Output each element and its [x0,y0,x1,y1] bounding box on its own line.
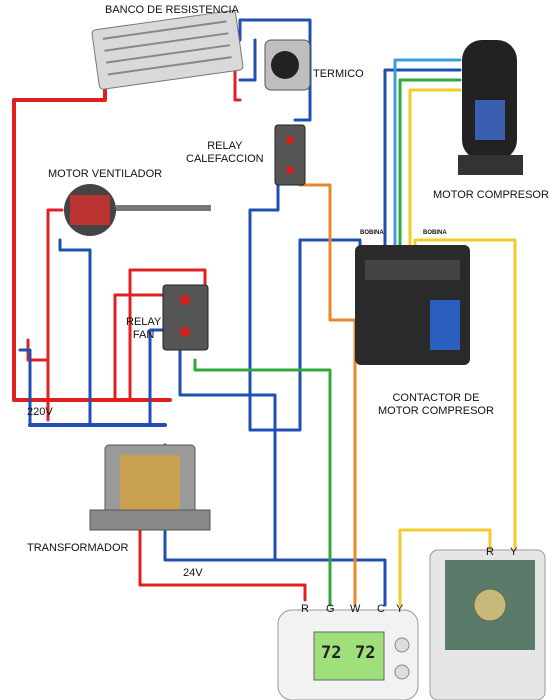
wire-blue-relayfan-out [178,343,277,562]
wire-green-compressor [398,78,462,252]
terminal-w: W [350,603,361,615]
wire-red-motor [46,208,64,367]
wire-blue-main [18,348,32,427]
transformer-icon [89,444,211,531]
thermostat-display-right: 72 [355,643,376,663]
label-thermal: TERMICO [313,68,364,80]
wire-blue-motor [58,238,92,427]
label-fan-motor: MOTOR VENTILADOR [48,168,163,180]
relay-fan-icon [162,284,209,351]
wire-lightblue [393,58,462,252]
label-relay-heating: RELAY CALEFACCION [186,140,264,165]
wire-red-term-l [26,338,50,362]
contactor-icon [355,245,470,365]
wire-blue-heat [248,178,280,432]
wire-blue-res [238,38,257,82]
fan-motor-icon [64,184,211,236]
wire-red-24v [138,503,307,602]
terminal-g: G [326,603,335,615]
relay-heating-icon [274,124,306,186]
label-contactor: CONTACTOR DE MOTOR COMPRESOR [378,392,494,417]
wire-blue-compressor [383,68,462,252]
outdoor-thermostat-icon [429,549,546,700]
compressor-icon [458,40,523,175]
wire-red-relay-fan [113,293,180,402]
label-coil-right: BOBINA [423,230,447,236]
wire-blue-contactor2 [248,238,302,432]
wire-yellow-r [398,528,492,607]
label-resistance-bank: BANCO DE RESISTENCIA [105,4,239,16]
wire-orange [298,183,357,607]
terminal-y: Y [396,603,404,615]
label-24v: 24V [183,567,203,579]
label-220v: 220V [27,406,53,418]
terminal-c: C [377,603,385,615]
wire-red-main [12,78,107,402]
thermostat-display-left: 72 [321,643,342,663]
label-compressor-motor: MOTOR COMPRESOR [433,189,549,201]
thermostat-icon [277,609,419,700]
resistance-bank-icon [91,10,244,90]
label-relay-fan: RELAY FAN [126,316,162,341]
wire-green [193,358,332,607]
wire-yellow-compressor [408,88,462,252]
wire-blue-thermal [238,18,312,122]
label-transformer: TRANSFORMADOR [27,542,129,554]
terminal-r: R [301,603,309,615]
outdoor-terminal-r: R [486,546,494,558]
outdoor-terminal-y: Y [510,546,518,558]
thermal-switch-icon [264,39,311,91]
label-coil-left: BOBINA [360,230,384,236]
wire-red-relay-fan2 [128,268,207,402]
